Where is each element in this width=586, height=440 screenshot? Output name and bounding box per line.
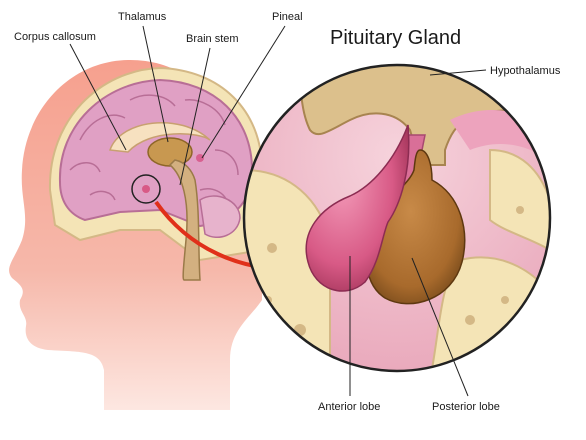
label-brain-stem: Brain stem xyxy=(186,33,239,45)
anterior-lobe xyxy=(305,124,410,292)
leader-lines xyxy=(69,25,487,397)
zoom-view xyxy=(242,63,552,373)
label-posterior-lobe: Posterior lobe xyxy=(432,401,500,413)
diagram-title: Pituitary Gland xyxy=(330,27,461,49)
label-anterior-lobe: Anterior lobe xyxy=(318,401,380,413)
pituitary-focus-circle xyxy=(131,174,161,204)
posterior-lobe xyxy=(365,149,466,305)
corpus-callosum xyxy=(108,121,211,153)
label-hypothalamus: Hypothalamus xyxy=(490,65,561,77)
label-corpus-callosum: Corpus callosum xyxy=(14,31,96,43)
thalamus xyxy=(147,137,193,167)
label-thalamus: Thalamus xyxy=(118,11,167,23)
pineal xyxy=(196,154,204,162)
cerebellum xyxy=(199,195,241,239)
label-pineal: Pineal xyxy=(272,11,303,23)
brain-stem xyxy=(168,159,201,281)
